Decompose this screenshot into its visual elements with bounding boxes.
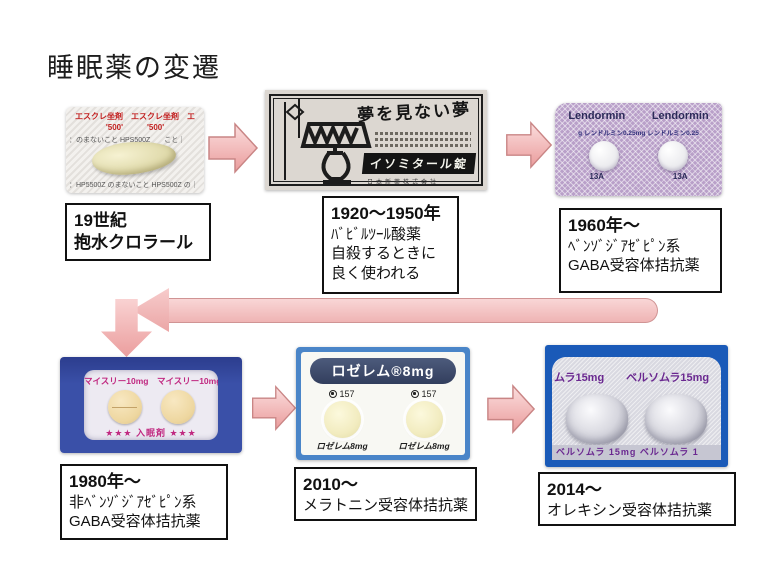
era-label: 2014〜 <box>547 480 602 499</box>
caption-1980: 1980年〜 非ﾍﾞﾝｿﾞｼﾞｱｾﾞﾋﾟﾝ系 GABA受容体拮抗薬 <box>60 464 228 540</box>
mechanism: GABA受容体拮抗薬 <box>69 513 201 531</box>
caption-2010: 2010〜 メラトニン受容体拮抗薬 <box>294 467 477 521</box>
arrow-right-icon <box>208 122 259 174</box>
ad-frame <box>269 94 483 186</box>
lendormin-lot-row: 13A 13A <box>555 172 722 181</box>
escre-note-text-bottom: ：HP5500Z のまないこと HPS500Z の｜ <box>69 182 198 189</box>
photo-escre-suppository: エスクレ坐剤 エスクレ坐剤 エ '500' '500' ：のまないこと HPS5… <box>66 107 204 193</box>
pill-code: 157 <box>421 389 437 399</box>
ad-body-text-lines <box>375 132 471 150</box>
arrow-right-icon <box>506 120 553 170</box>
pill-image <box>107 390 142 424</box>
pill-image <box>588 141 619 171</box>
drug-class: ﾊﾞﾋﾞﾙﾂｰﾙ酸薬 <box>331 225 422 243</box>
mechanism: メラトニン受容体拮抗薬 <box>303 496 469 514</box>
belsomra-brand-row: ムラ15mg ベルソムラ15mg <box>554 372 710 384</box>
photo-rozerem-blister: ロゼレム®8mg 157 ロゼレム8mg 157 ロゼレム8 <box>296 347 470 460</box>
caption-19th-century: 19世紀 抱水クロラール <box>65 203 211 261</box>
pill-image <box>405 401 443 438</box>
myslee-blister: マイスリー10mg マイスリー10mg ★★★ 入眠剤 ★★★ <box>84 370 218 440</box>
myslee-sleep-aid-label: ★★★ 入眠剤 ★★★ <box>105 428 197 438</box>
belsomra-bottom-row: ベルソムラ 15mg ベルソムラ 1 <box>552 445 721 460</box>
page-title: 睡眠薬の変遷 <box>47 53 221 83</box>
era-label: 1960年〜 <box>568 216 640 235</box>
rozerem-pill-columns: 157 ロゼレム8mg 157 ロゼレム8mg <box>301 389 465 453</box>
pill-image <box>323 401 361 438</box>
pill-label: ロゼレム8mg <box>316 441 368 451</box>
caption-2014: 2014〜 オレキシン受容体拮抗薬 <box>538 472 736 526</box>
arrow-right-icon <box>487 384 536 434</box>
lendormin-pills <box>555 141 722 171</box>
rozerem-pill-column: 157 ロゼレム8mg <box>398 389 449 453</box>
pill-image <box>658 141 689 171</box>
pill-bubble-image <box>566 394 629 444</box>
era-label: 2010〜 <box>303 475 358 494</box>
rozerem-banner: ロゼレム®8mg <box>310 358 456 384</box>
drug-class: 非ﾍﾞﾝｿﾞｼﾞｱｾﾞﾋﾟﾝ系 <box>69 493 197 511</box>
ad-company-name: 日本新薬株式会社 <box>366 180 439 186</box>
escre-note-text: ：のまないこと HPS500Z こと｜ <box>69 137 186 144</box>
mechanism: オレキシン受容体拮抗薬 <box>547 501 713 519</box>
return-arrow-bar <box>166 298 658 323</box>
lot-code: 13A <box>589 172 605 181</box>
myslee-brand-row: マイスリー10mg マイスリー10mg <box>84 376 218 386</box>
arrow-right-icon <box>252 384 297 432</box>
rozerem-pill-column: 157 ロゼレム8mg <box>316 389 367 453</box>
maker-logo-icon <box>329 390 338 398</box>
lot-code: 13A <box>672 172 688 181</box>
lamp-illustration <box>284 98 372 184</box>
maker-logo-icon <box>411 390 420 398</box>
lendormin-brand: Lendormin <box>651 110 709 122</box>
rozerem-blister: ロゼレム®8mg 157 ロゼレム8mg 157 ロゼレム8 <box>301 352 465 455</box>
escre-strength-text: '500' '500' <box>105 123 165 132</box>
era-label: 19世紀 <box>74 211 127 230</box>
pill-code-row: 157 <box>316 389 367 399</box>
belsomra-bubbles <box>552 394 721 444</box>
photo-lendormin-blister: Lendormin Lendormin g レンドルミン0.25mg レンドルミ… <box>555 103 722 196</box>
ad-product-name: イソミタール錠 <box>361 153 477 174</box>
belsomra-blister: ムラ15mg ベルソムラ15mg ベルソムラ 15mg ベルソムラ 1 <box>552 357 721 460</box>
lendormin-brand-row: Lendormin Lendormin <box>555 110 722 122</box>
note-line: 自殺するときに <box>331 245 437 263</box>
pill-image <box>160 390 195 424</box>
photo-myslee-package: マイスリー10mg マイスリー10mg ★★★ 入眠剤 ★★★ <box>60 357 242 453</box>
lendormin-brand: Lendormin <box>568 110 626 122</box>
photo-isomytal-newspaper-ad: 夢を見ない夢 イソミタール錠 日本新薬株式会社 <box>265 90 487 190</box>
photo-belsomra-blister: ムラ15mg ベルソムラ15mg ベルソムラ 15mg ベルソムラ 1 <box>545 345 728 467</box>
mechanism: GABA受容体拮抗薬 <box>568 257 700 275</box>
era-label: 1980年〜 <box>69 472 141 491</box>
pill-code: 157 <box>339 389 355 399</box>
escre-brand-text: エスクレ坐剤 エスクレ坐剤 エ <box>75 112 195 121</box>
lendormin-strength-row: g レンドルミン0.25mg レンドルミン0.25 <box>578 130 699 137</box>
drug-name: 抱水クロラール <box>74 232 193 252</box>
drug-class: ﾍﾞﾝｿﾞｼﾞｱｾﾞﾋﾟﾝ系 <box>568 237 681 255</box>
pill-code-row: 157 <box>398 389 449 399</box>
myslee-pills <box>84 390 218 424</box>
note-line: 良く使われる <box>331 264 421 282</box>
era-label: 1920〜1950年 <box>331 204 441 223</box>
pill-score-line <box>111 407 138 408</box>
caption-1920-1950: 1920〜1950年 ﾊﾞﾋﾞﾙﾂｰﾙ酸薬 自殺するときに 良く使われる <box>322 196 459 294</box>
pill-bubble-image <box>644 394 707 444</box>
pill-label: ロゼレム8mg <box>398 441 450 451</box>
caption-1960: 1960年〜 ﾍﾞﾝｿﾞｼﾞｱｾﾞﾋﾟﾝ系 GABA受容体拮抗薬 <box>559 208 722 293</box>
